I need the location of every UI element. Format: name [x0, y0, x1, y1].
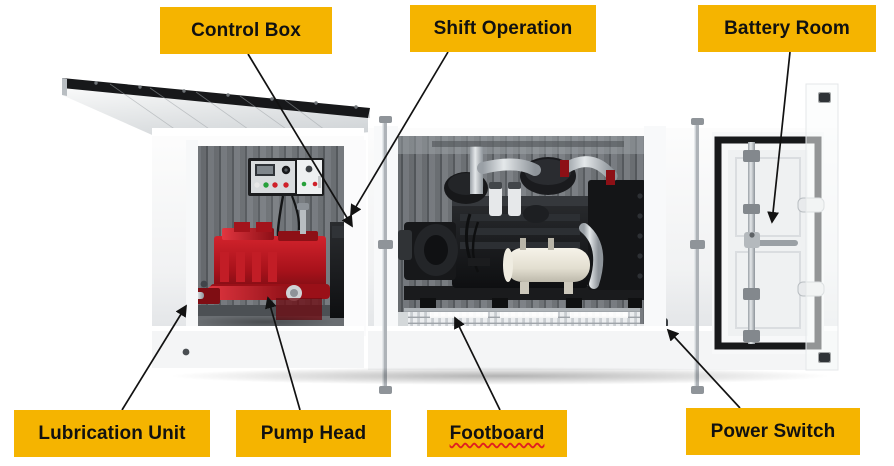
label-control-box-text: Control Box — [191, 20, 301, 41]
label-power-switch[interactable]: Power Switch — [686, 408, 860, 455]
label-footboard[interactable]: Footboard — [427, 410, 567, 457]
label-pump-head-text: Pump Head — [260, 423, 367, 444]
footboard-grating — [398, 308, 640, 328]
label-pump-head[interactable]: Pump Head — [236, 410, 391, 457]
air-tank — [503, 238, 590, 294]
label-footboard-text: Footboard — [449, 423, 545, 444]
label-lubrication-unit[interactable]: Lubrication Unit — [14, 410, 210, 457]
filters — [489, 182, 521, 216]
label-power-switch-text: Power Switch — [710, 421, 836, 442]
label-shift-operation[interactable]: Shift Operation — [410, 5, 596, 52]
battery-room-door — [712, 132, 825, 354]
label-control-box[interactable]: Control Box — [160, 7, 332, 54]
label-battery-room[interactable]: Battery Room — [698, 5, 876, 52]
label-shift-operation-text: Shift Operation — [433, 18, 573, 39]
label-lubrication-unit-text: Lubrication Unit — [38, 423, 186, 444]
pump-bay-interior — [192, 146, 352, 329]
label-battery-room-text: Battery Room — [724, 18, 850, 39]
engine-bay-interior — [398, 136, 668, 328]
